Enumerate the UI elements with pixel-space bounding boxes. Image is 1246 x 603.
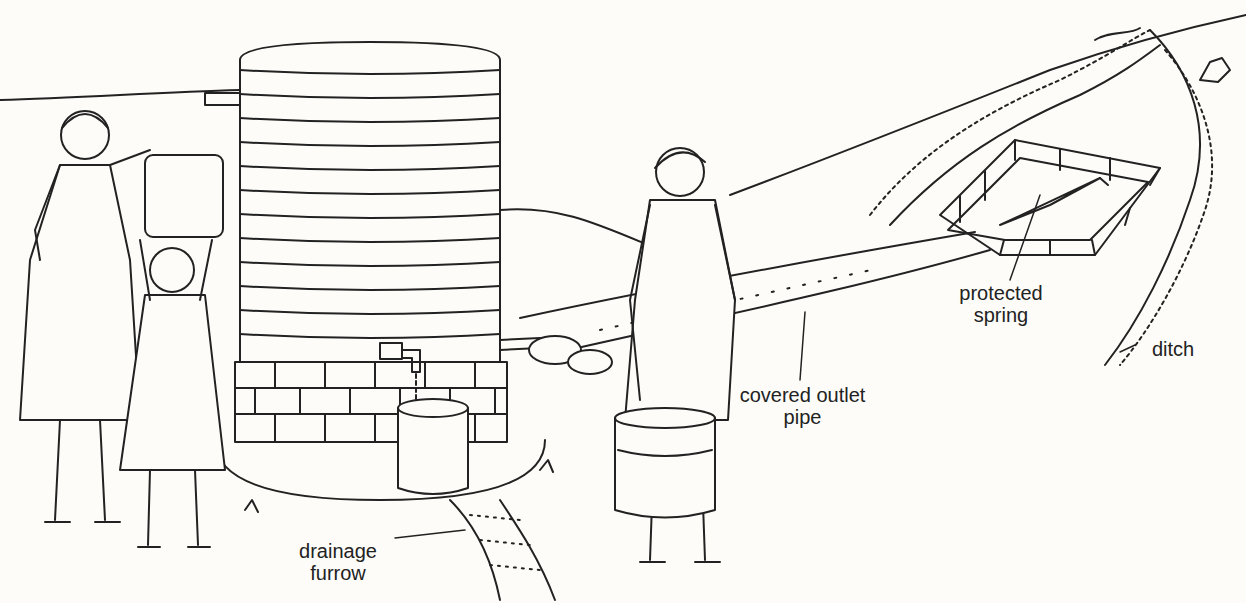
part-label: drainage furrow xyxy=(282,540,394,584)
part-label: protected spring xyxy=(945,282,1057,326)
part-label: covered outlet pipe xyxy=(735,384,870,428)
part-label: ditch xyxy=(1138,338,1208,360)
